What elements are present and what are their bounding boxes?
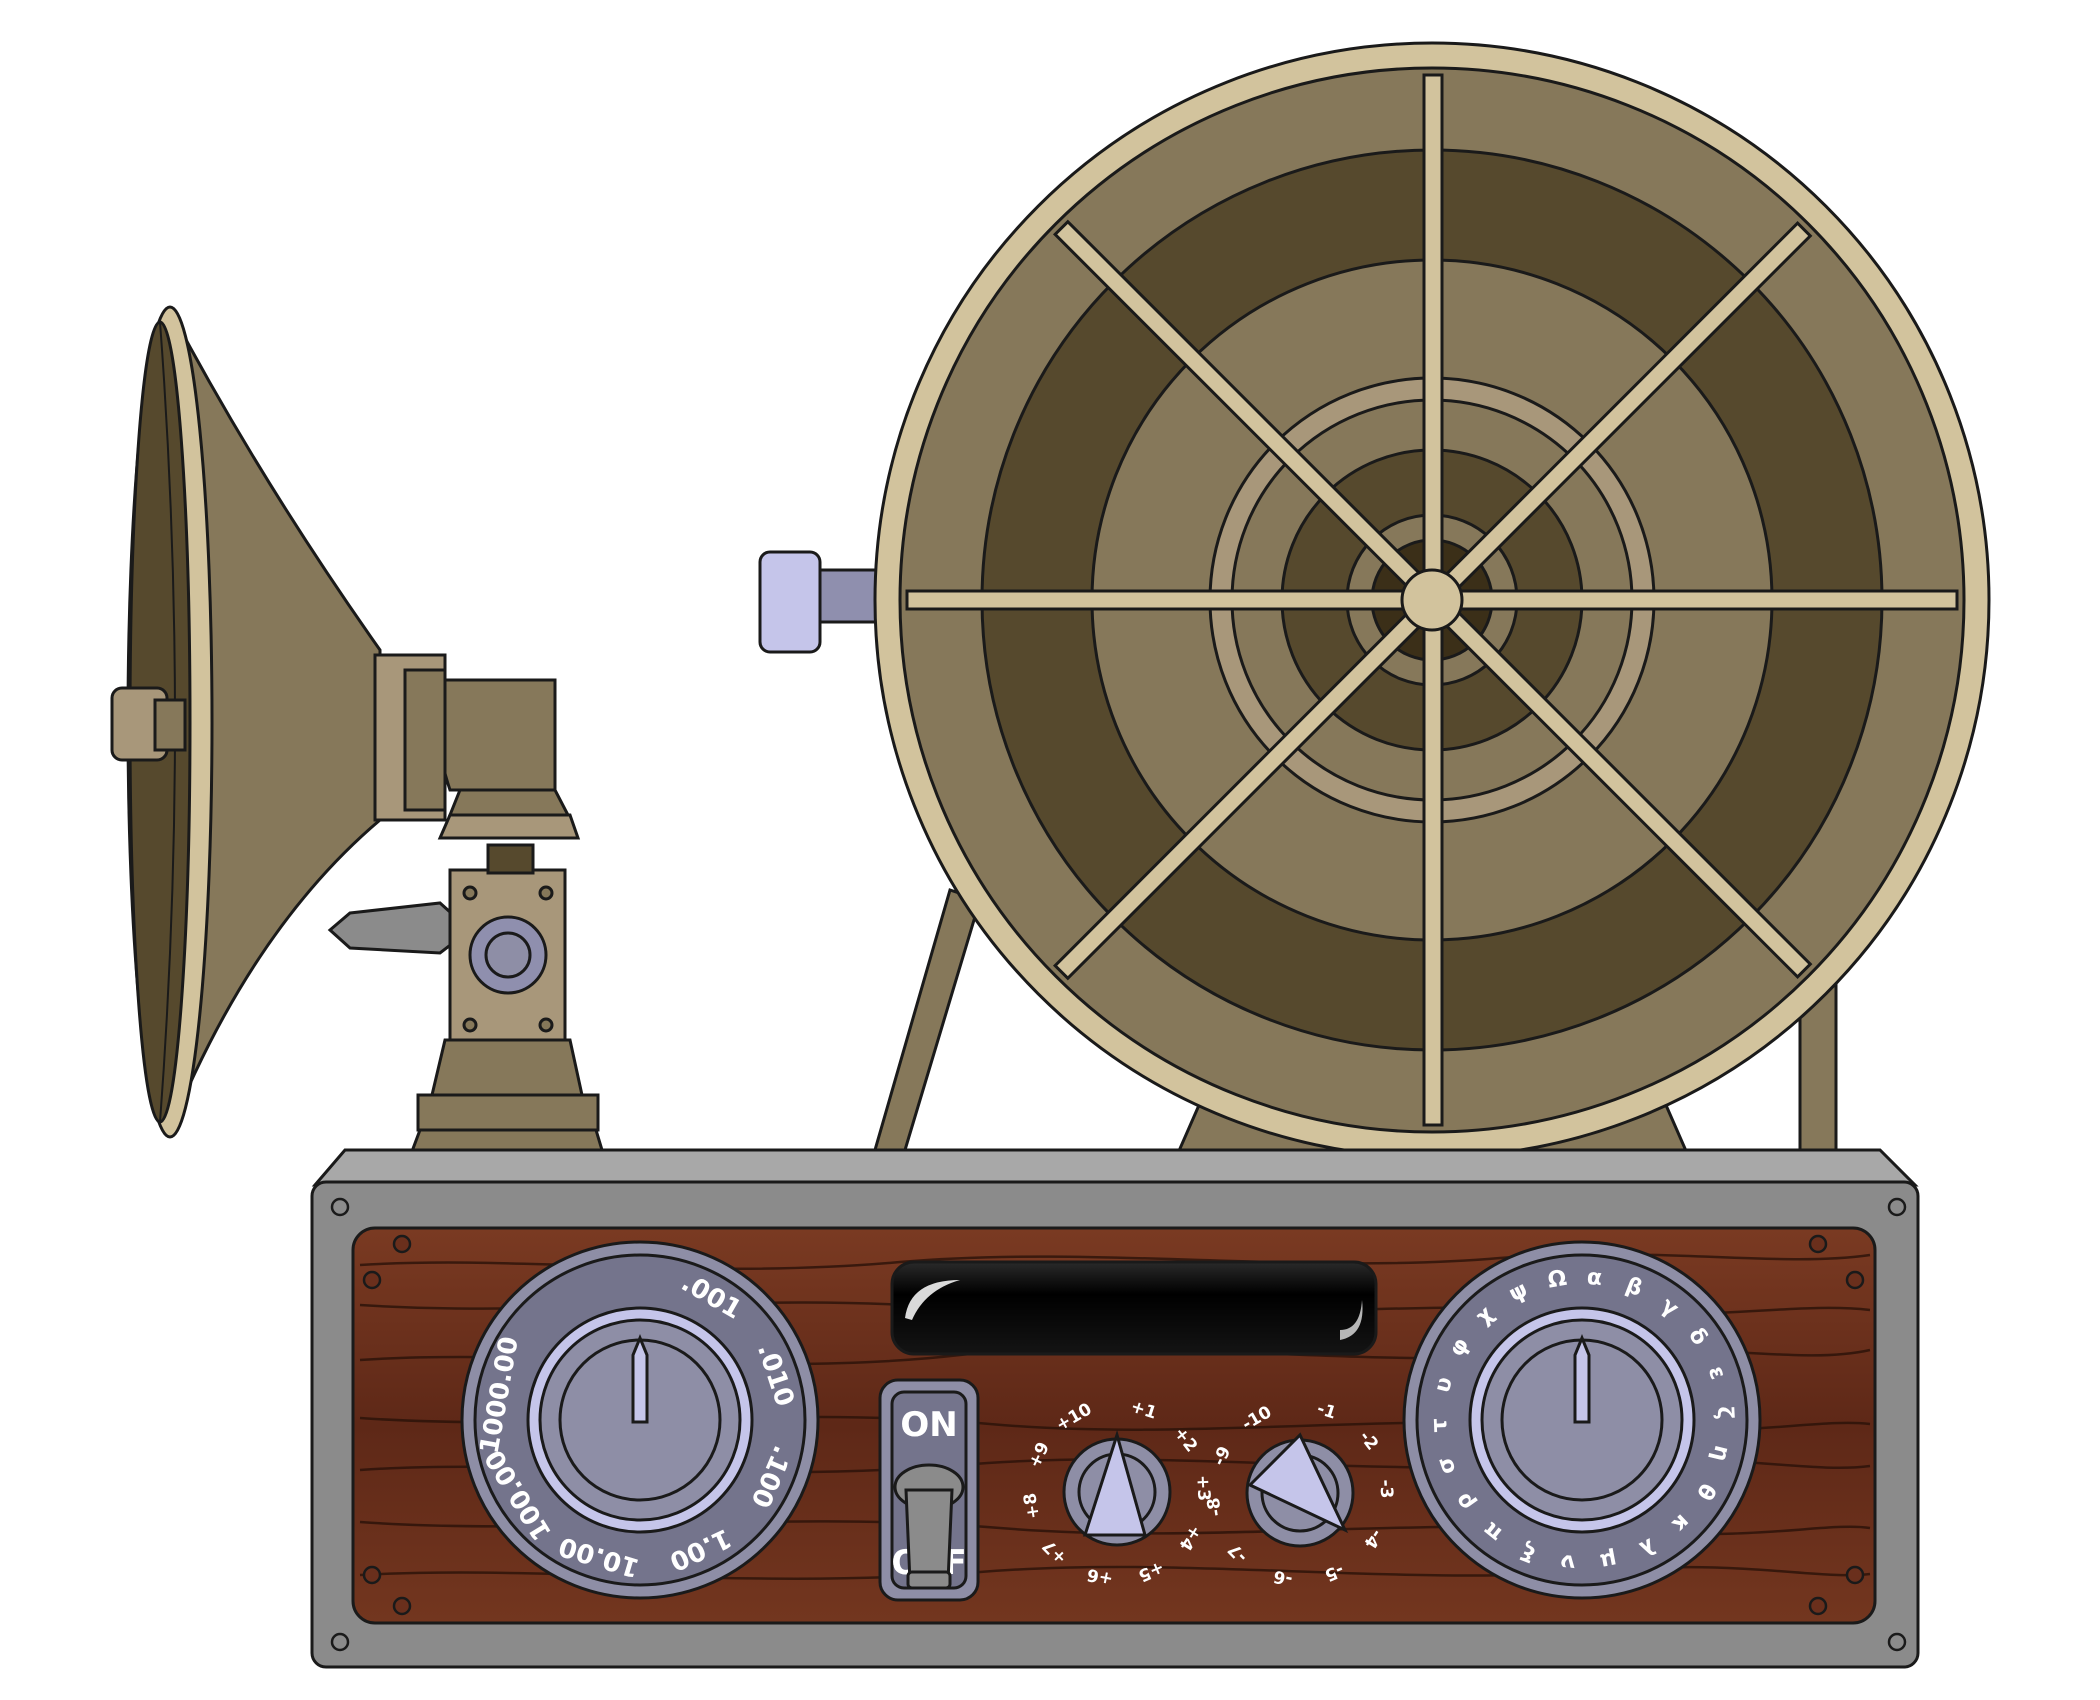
axle-knob[interactable] bbox=[758, 550, 822, 654]
dial-label: +3 bbox=[1192, 1475, 1213, 1502]
wheel-hub bbox=[1400, 568, 1464, 632]
screw-icon bbox=[462, 1017, 478, 1033]
spoked-wheel-icon bbox=[758, 41, 1991, 1159]
screw-icon bbox=[1887, 1632, 1907, 1652]
control-box: ON OFF .001.010.1001.0010.00100.001000.0… bbox=[310, 1148, 1920, 1669]
screw-icon bbox=[538, 1017, 554, 1033]
screw-icon bbox=[362, 1270, 382, 1290]
display-window bbox=[890, 1260, 1378, 1356]
power-switch[interactable]: ON OFF bbox=[878, 1378, 980, 1602]
screw-icon bbox=[1887, 1197, 1907, 1217]
dial-label: ν bbox=[1559, 1549, 1576, 1575]
screw-icon bbox=[462, 885, 478, 901]
screw-icon bbox=[392, 1596, 412, 1616]
screw-icon bbox=[330, 1632, 350, 1652]
dial-label: υ bbox=[1430, 1375, 1458, 1396]
power-on-label: ON bbox=[900, 1405, 957, 1445]
screw-icon bbox=[1808, 1234, 1828, 1254]
stand-leg-left bbox=[873, 888, 982, 1152]
screw-icon bbox=[1845, 1270, 1865, 1290]
screw-icon bbox=[330, 1197, 350, 1217]
step-dial-pointer bbox=[1247, 1432, 1349, 1534]
dial-label: α bbox=[1586, 1265, 1603, 1291]
symbol-dial-pointer bbox=[1573, 1334, 1591, 1424]
dial-label: +8 bbox=[1020, 1491, 1044, 1520]
box-screws bbox=[330, 1197, 1907, 1652]
dial-label: ζ bbox=[1711, 1406, 1737, 1420]
horn-lever[interactable] bbox=[327, 901, 473, 955]
screw-icon bbox=[538, 885, 554, 901]
dial-label: μ bbox=[1598, 1546, 1619, 1574]
control-box-top bbox=[311, 1148, 1919, 1187]
dial-label: +6 bbox=[1085, 1564, 1114, 1589]
dial-label: Ω bbox=[1546, 1266, 1569, 1294]
screw-icon bbox=[1845, 1565, 1865, 1585]
dial-label: η bbox=[1706, 1443, 1734, 1464]
scale-dial-pointer bbox=[631, 1334, 649, 1424]
screw-icon bbox=[392, 1234, 412, 1254]
offset-dial-pointer bbox=[1082, 1429, 1147, 1537]
dial-label: τ bbox=[1427, 1418, 1452, 1433]
horn-speaker-icon bbox=[110, 305, 611, 1172]
dial-label: -3 bbox=[1375, 1479, 1396, 1499]
dial-label: -6 bbox=[1272, 1566, 1294, 1589]
screw-icon bbox=[1808, 1596, 1828, 1616]
dial-label: -8 bbox=[1204, 1496, 1227, 1518]
horn-elbow bbox=[435, 678, 557, 792]
screw-icon bbox=[362, 1565, 382, 1585]
axle-shaft bbox=[808, 568, 882, 624]
display-glare bbox=[905, 1280, 960, 1320]
